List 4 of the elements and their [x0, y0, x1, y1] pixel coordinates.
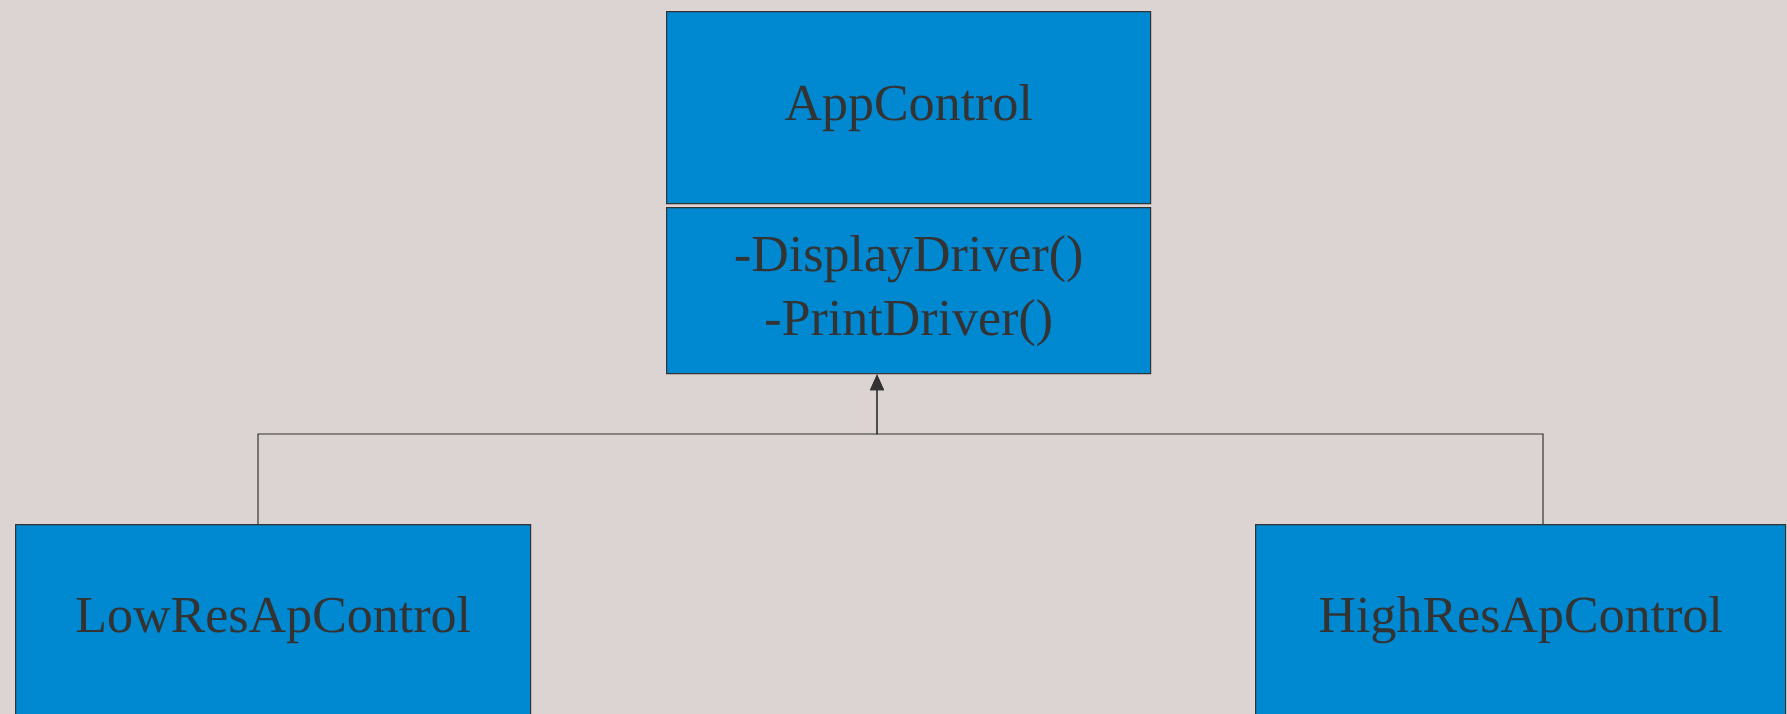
class-name-box: AppControl — [666, 11, 1152, 205]
class-box: HighResApControl — [1255, 524, 1787, 714]
method-box: -DisplayDriver() -PrintDriver() — [666, 207, 1152, 375]
class-box: LowResApControl — [15, 524, 532, 714]
